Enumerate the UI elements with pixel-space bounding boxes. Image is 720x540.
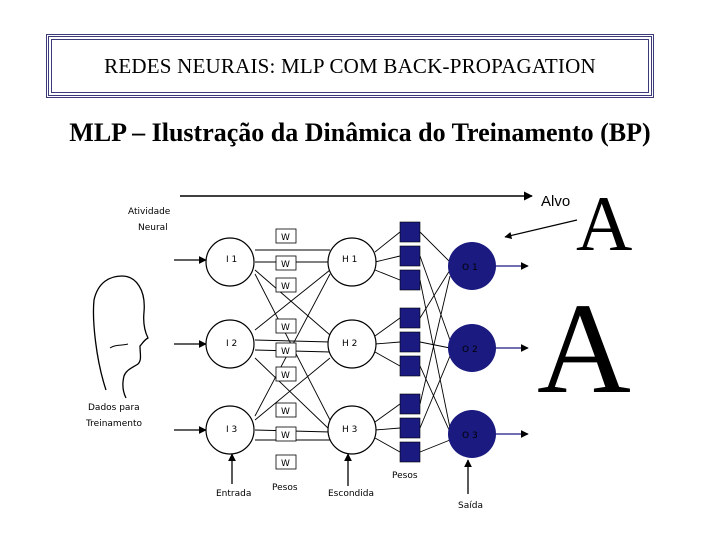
hidden-node-3 [327,405,377,455]
dark-weight-box-7 [399,393,421,415]
head-face-line [109,343,129,349]
output-node-1 [448,242,496,290]
weight-label-2: W [281,260,290,270]
hidden-output-connections [374,231,451,453]
weight-box-3 [275,277,297,293]
input-weight-boxes [275,228,297,470]
weight-box-6 [275,366,297,382]
weight-label-8: W [281,431,290,441]
dark-weight-box-2 [399,245,421,267]
dark-weight-box-9 [399,441,421,463]
input-node-3-label: I 3 [226,425,237,435]
output-weight-boxes [399,221,421,463]
hidden-node-3-label: H 3 [342,425,357,435]
output-node-2 [448,324,496,372]
input-node-1-label: I 1 [226,255,237,265]
dark-weight-box-5 [399,331,421,353]
output-layer-label: Saída [458,501,483,511]
weight-label-5: W [281,347,290,357]
activity-label-1: Atividade [128,207,171,217]
weight-box-1 [275,228,297,244]
hidden-node-1 [327,237,377,287]
output-node-2-label: O 2 [462,345,478,355]
weight-label-1: W [281,233,290,243]
weight-label-6: W [281,371,290,381]
weight-box-7 [275,402,297,418]
data-label-1: Dados para [88,403,140,413]
weight-label-4: W [281,323,290,333]
output-node-1-label: O 1 [462,263,478,273]
input-node-1 [205,237,255,287]
dark-weight-box-1 [399,221,421,243]
output-node-3-label: O 3 [462,431,478,441]
hidden-layer-label: Escondida [328,489,374,499]
weight-label-3: W [281,282,290,292]
slide-header-title: REDES NEURAIS: MLP COM BACK-PROPAGATION [104,53,596,78]
weight-label-7: W [281,407,290,417]
target-letter-large: A [537,277,631,421]
input-node-2 [205,319,255,369]
slide-subtitle: MLP – Ilustração da Dinâmica do Treiname… [69,118,651,147]
weight-box-8 [275,426,297,442]
weight-label-9: W [281,459,290,469]
data-label-2: Treinamento [85,419,142,429]
weight-box-2 [275,255,297,271]
dark-weight-box-6 [399,355,421,377]
input-layer-label: Entrada [216,489,251,499]
target-letter-small: A [576,180,632,267]
title-box: REDES NEURAIS: MLP COM BACK-PROPAGATION [46,34,654,98]
hidden-node-2-label: H 2 [342,339,357,349]
target-label: Alvo [541,193,570,210]
weight-box-4 [275,318,297,334]
dark-weight-box-3 [399,269,421,291]
hidden-node-2 [327,319,377,369]
dark-weight-box-8 [399,417,421,439]
input-node-2-label: I 2 [226,339,237,349]
dark-weight-box-4 [399,307,421,329]
weights-label-2: Pesos [392,471,418,481]
weight-box-9 [275,454,297,470]
hidden-node-1-label: H 1 [342,255,357,265]
head-icon [92,275,149,399]
weight-box-5 [275,342,297,358]
weights-label-1: Pesos [272,483,298,493]
target-arrow [504,219,578,240]
output-node-3 [448,410,496,458]
activity-label-2: Neural [138,223,168,233]
